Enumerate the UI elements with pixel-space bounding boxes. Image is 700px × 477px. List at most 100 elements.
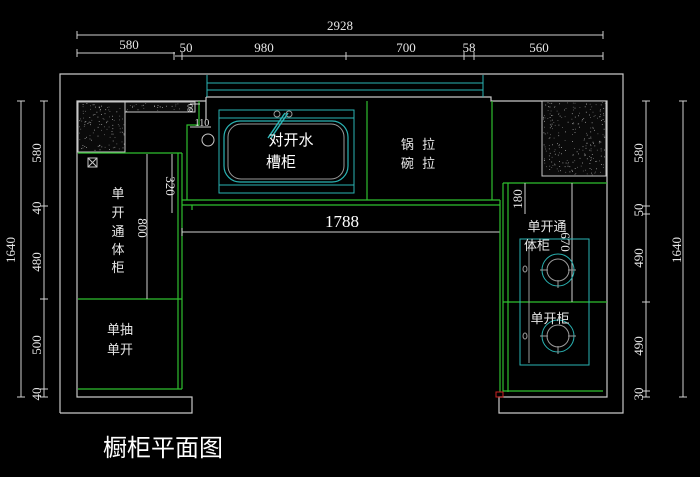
window — [206, 75, 484, 97]
hatch-dot — [545, 150, 547, 152]
hatch-dot — [603, 135, 605, 137]
hatch-dot — [86, 103, 88, 104]
hatch-dot — [550, 120, 552, 122]
hatch-dot — [132, 107, 133, 108]
hatch-dot — [600, 104, 602, 106]
hatch-dot — [585, 147, 587, 149]
hatch-dot — [600, 155, 602, 157]
hatch-dot — [604, 156, 605, 158]
hatch-dot — [554, 124, 556, 126]
hatch-dot — [104, 113, 106, 115]
hatch-dot — [551, 125, 552, 127]
hatch-dot — [102, 118, 104, 119]
hatch-dot — [107, 107, 108, 108]
hatch-dot — [116, 111, 118, 113]
hatch-dot — [564, 109, 565, 111]
hatch-dot — [604, 103, 606, 104]
hatch-dot — [112, 147, 114, 149]
hatch-dot — [551, 115, 552, 116]
dim-top-total: 2928 — [327, 18, 353, 33]
hatch-dot — [557, 120, 559, 121]
hatch-dot — [543, 118, 544, 120]
hatch-dot — [574, 132, 576, 133]
hatch-dot — [96, 111, 98, 113]
dim-right-seg-5: 30 — [631, 388, 646, 401]
hatch-dot — [547, 102, 549, 104]
hatch-dot — [547, 118, 549, 119]
hatch-dot — [82, 104, 84, 105]
hatch-dot — [599, 116, 601, 117]
dim-right-seg-1: 580 — [631, 143, 646, 163]
hatch-dot — [598, 142, 600, 144]
hatch-dot — [594, 172, 596, 174]
hatch-dot — [572, 106, 574, 108]
hatch-dot — [549, 137, 551, 139]
hatch-dot — [567, 165, 569, 167]
hatch-dot — [581, 120, 583, 122]
hatch-dot — [143, 107, 145, 109]
hatch-dot — [97, 145, 99, 147]
hatch-dot — [133, 105, 135, 107]
hatch-dot — [592, 127, 594, 129]
hatch-dot — [582, 162, 583, 164]
dim-inner-width: 1788 — [325, 212, 359, 231]
hatch-dot — [119, 131, 121, 133]
hatch-dot — [549, 103, 551, 104]
hatch-dot — [79, 132, 80, 134]
hatch-dot — [584, 153, 586, 155]
hatch-dot — [549, 127, 551, 129]
hatch-dot — [85, 121, 87, 122]
hatch-dot — [589, 149, 591, 151]
hatch-dot — [595, 171, 596, 173]
hatch-dot — [571, 118, 573, 120]
label-right-single-door: 单开柜 — [530, 312, 569, 327]
hatch-dot — [123, 134, 125, 136]
hatch-dot — [590, 160, 592, 161]
sink — [218, 109, 355, 194]
hatch-dot — [121, 141, 123, 143]
hatch-dot — [119, 108, 121, 109]
hatch-dot — [551, 161, 553, 163]
hatch-dot — [123, 143, 125, 145]
hatch-dot — [549, 106, 551, 108]
hatch-dot — [108, 106, 110, 108]
hatch-dot — [589, 168, 591, 169]
hatch-dot — [187, 108, 189, 110]
hatch-dot — [603, 113, 604, 115]
hatch-dot — [574, 107, 576, 109]
hatch-dot — [574, 160, 576, 162]
hatch-dot — [578, 123, 580, 125]
hatch-dot — [552, 165, 554, 166]
hatch-dot — [145, 103, 147, 104]
hatch-dot — [571, 169, 573, 171]
hatch-dot — [122, 118, 123, 120]
hatch-dot — [85, 110, 86, 112]
hatch-dot — [586, 132, 587, 134]
hatch-dot — [599, 116, 601, 118]
hatch-dot — [596, 149, 598, 151]
hatch-dot — [584, 154, 586, 155]
hatch-dot — [591, 154, 593, 155]
hatch-dot — [549, 165, 551, 167]
hatch-dot — [578, 148, 580, 150]
hatch-dot — [565, 171, 567, 173]
hatch-dot — [81, 148, 83, 149]
hatch-dot — [83, 117, 84, 119]
hatch-dot — [590, 145, 592, 147]
dim-left-seg-1: 580 — [29, 143, 44, 163]
hatch-dot — [94, 149, 96, 151]
svg-text:开: 开 — [111, 206, 124, 221]
hatch-dot — [105, 109, 107, 111]
label-left-drawer: 单抽 单开 — [107, 323, 133, 358]
hatch-dot — [543, 132, 545, 134]
hatch-dot — [590, 131, 592, 133]
hatch-dot — [572, 154, 574, 156]
hatch-dot — [79, 126, 80, 128]
hatch-dot — [116, 111, 118, 112]
hatch-dot — [574, 174, 576, 175]
hatch-dot — [84, 146, 86, 147]
hatch-dot — [119, 128, 121, 130]
svg-text:体柜: 体柜 — [524, 239, 550, 254]
hatch-dot — [95, 106, 96, 108]
hatch-dot — [558, 170, 559, 172]
